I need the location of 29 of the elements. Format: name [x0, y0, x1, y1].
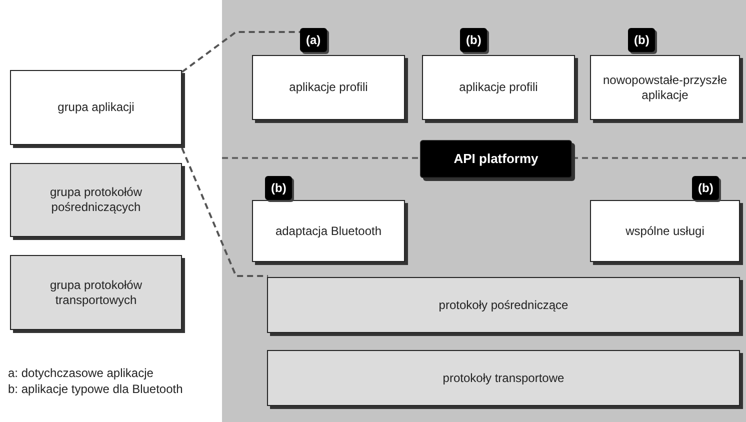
layer-box [10, 255, 182, 330]
box-label: nowopowstałe-przyszłe aplikacje [602, 72, 728, 102]
box-label: API platformy [452, 150, 540, 168]
badge-label: (b) [692, 176, 720, 200]
badge-label: (b) [265, 176, 292, 200]
layer-box [267, 350, 740, 406]
layer-box [267, 277, 740, 333]
box-label: aplikacje profili [288, 80, 369, 95]
box-label: wspólne usługi [624, 224, 706, 238]
layer-box [252, 200, 405, 262]
badge-label: (a) [300, 28, 327, 52]
key-note: a: dotychczasowe aplikacje [8, 366, 154, 380]
layer-box [252, 55, 405, 120]
key-note: b: aplikacje typowe dla Bluetooth [8, 382, 184, 396]
layer-box [422, 55, 575, 120]
box-label: grupa aplikacji [56, 100, 136, 115]
box-label: grupa protokołów transportowych [48, 278, 144, 308]
layer-box [590, 200, 740, 262]
api-box [420, 140, 572, 178]
badge-label: (b) [460, 28, 488, 52]
box-label: grupa protokołów pośredniczących [48, 185, 144, 215]
box-label: adaptacja Bluetooth [274, 224, 383, 238]
badge-label: (b) [628, 28, 656, 52]
layer-box [10, 70, 182, 145]
box-label: protokoły pośredniczące [438, 298, 570, 312]
layer-box [10, 163, 182, 237]
box-label: protokoły transportowe [442, 370, 566, 386]
box-label: aplikacje profili [458, 80, 539, 95]
layer-box [590, 55, 740, 120]
